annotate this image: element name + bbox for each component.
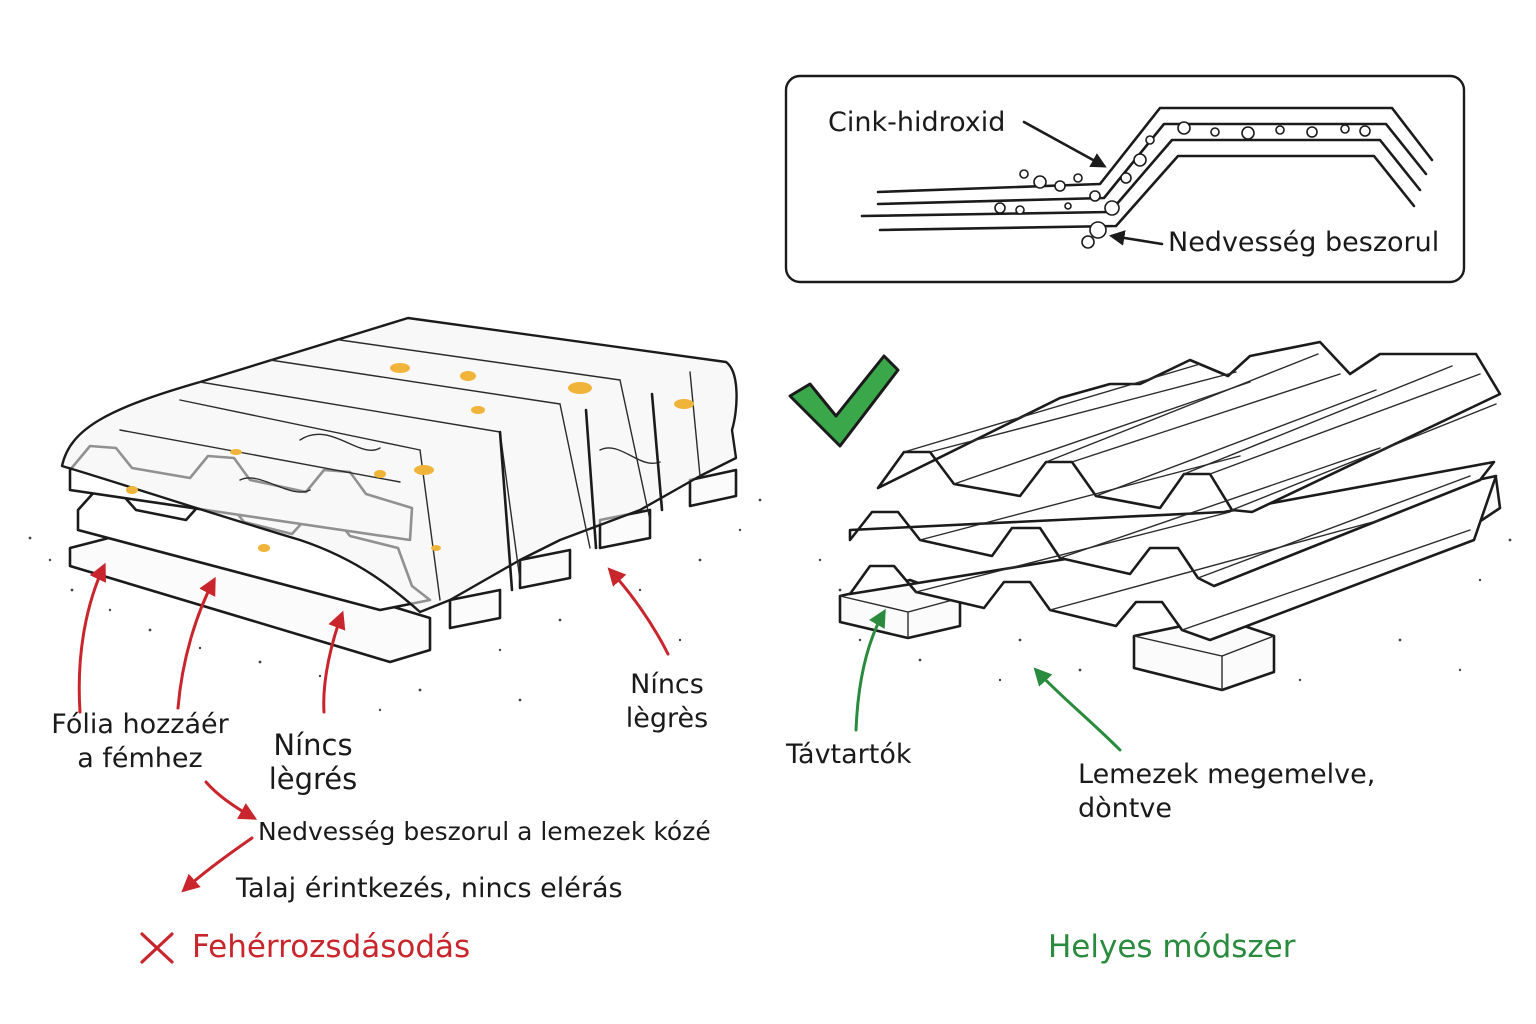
label-zinc-hydroxide: Cink-hidroxid bbox=[828, 107, 1006, 138]
label-foil-contact: Fólia hozzáér a fémhez bbox=[42, 708, 238, 776]
verdict-wrong: Fehérrozsdásodás bbox=[192, 929, 471, 965]
label-moisture-trapped-inset: Nedvesség beszorul bbox=[1168, 227, 1440, 258]
label-foil-contact-line2: a fémhez bbox=[77, 743, 203, 774]
label-moisture-trapped: Nedvesség beszorul a lemezek kózé bbox=[258, 817, 711, 846]
cross-icon bbox=[140, 932, 174, 964]
label-ground-contact: Talaj érintkezés, nincs elérás bbox=[236, 873, 623, 904]
label-spacers: Távtartók bbox=[786, 739, 912, 770]
checkmark-icon bbox=[788, 354, 900, 448]
rust-spot bbox=[126, 363, 694, 552]
inset-detail bbox=[784, 74, 1466, 284]
label-no-air-gap-center: Níncs lègrés bbox=[254, 728, 372, 796]
correct-stack bbox=[818, 340, 1512, 752]
ground-texture bbox=[28, 498, 762, 712]
label-foil-contact-line1: Fólia hozzáér bbox=[51, 709, 229, 740]
label-no-air-gap-center-line2: lègrés bbox=[268, 762, 358, 796]
verdict-correct: Helyes módszer bbox=[1048, 929, 1296, 965]
label-sheets-raised: Lemezek megemelve, dòntve bbox=[1078, 758, 1375, 826]
label-no-air-gap-right: Níncs lègrès bbox=[608, 668, 726, 736]
label-sheets-raised-line2: dòntve bbox=[1078, 793, 1172, 824]
label-no-air-gap-center-line1: Níncs bbox=[273, 728, 353, 762]
label-no-air-gap-right-line2: lègrès bbox=[625, 703, 709, 734]
zinc-hydroxide-deposit bbox=[994, 121, 1371, 249]
label-sheets-raised-line1: Lemezek megemelve, bbox=[1078, 759, 1376, 790]
label-no-air-gap-right-line1: Níncs bbox=[630, 669, 704, 700]
wrong-stack bbox=[28, 316, 762, 893]
